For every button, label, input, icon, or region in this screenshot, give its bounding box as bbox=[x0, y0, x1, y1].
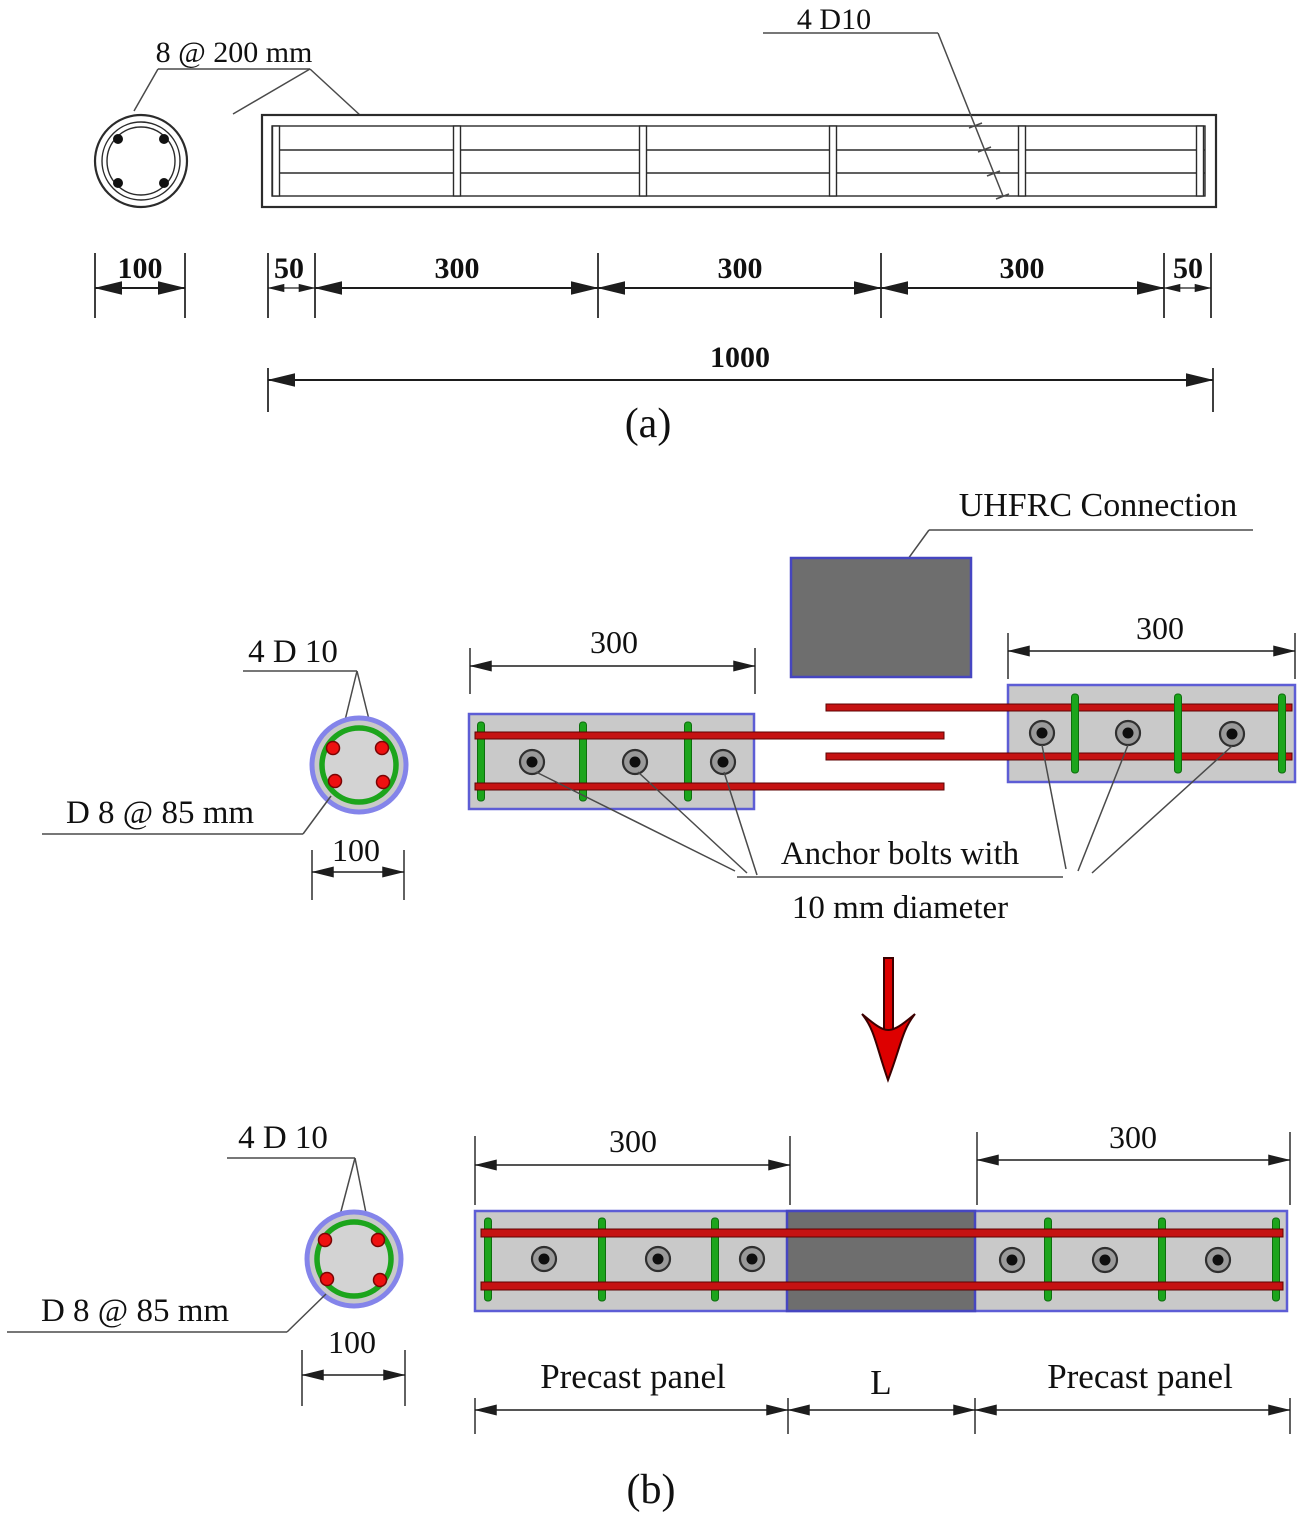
anchor-bolt bbox=[644, 1245, 672, 1273]
stirrup-bar bbox=[1071, 693, 1079, 774]
precast-panel-left-top bbox=[467, 712, 945, 811]
caption-a: (a) bbox=[625, 401, 672, 447]
dim-300-left-top: 300 bbox=[469, 624, 756, 694]
dimensions-a: 100 50 300 300 300 50 1000 bbox=[94, 252, 1214, 412]
rebar-dot bbox=[113, 134, 123, 144]
rebar bbox=[825, 703, 1293, 712]
rebar-dot bbox=[325, 740, 341, 756]
rebar-callout-a: 4 D10 bbox=[763, 3, 1010, 200]
dim-300-label: 300 bbox=[609, 1123, 657, 1159]
section-a-cross-section bbox=[93, 113, 189, 209]
rebar-label: 4 D 10 bbox=[238, 1120, 328, 1156]
anchor-bolt bbox=[709, 748, 737, 776]
dim-300-left-bottom: 300 bbox=[474, 1123, 791, 1205]
stirrup-ring-inner bbox=[106, 126, 176, 196]
beam-inner-outline bbox=[271, 125, 1206, 197]
section-a: 8 @ 200 mm 4 D10 bbox=[93, 3, 1218, 447]
dim-300-label: 300 bbox=[718, 252, 763, 285]
section-b-after-assembly: 4 D 10 D 8 @ 85 mm 100 300 bbox=[7, 1119, 1291, 1513]
arrow-shaft bbox=[883, 957, 894, 1034]
rebar-label: 4 D 10 bbox=[248, 634, 338, 670]
panel-body bbox=[1006, 683, 1297, 784]
anchor-bolts-callout: Anchor bolts with 10 mm diameter bbox=[535, 744, 1233, 926]
spiral-stirrup-ring bbox=[319, 725, 399, 805]
assembled-beam bbox=[473, 1209, 1289, 1313]
anchor-note-line2: 10 mm diameter bbox=[792, 890, 1008, 926]
anchor-bolt bbox=[518, 748, 546, 776]
panel-body bbox=[467, 712, 756, 811]
anchor-bolt bbox=[1091, 1246, 1119, 1274]
cross-section-b-top: 4 D 10 D 8 @ 85 mm 100 bbox=[42, 634, 409, 900]
section-b-before-assembly: UHFRC Connection 300 300 bbox=[42, 487, 1297, 1083]
anchor-bolt bbox=[621, 748, 649, 776]
dim-300-label: 300 bbox=[435, 252, 480, 285]
rebar-dot bbox=[317, 1232, 333, 1248]
dim-100-label: 100 bbox=[328, 1324, 376, 1360]
rebar-dot bbox=[327, 773, 343, 789]
rebar-dot bbox=[375, 774, 391, 790]
uhfrc-callout: UHFRC Connection bbox=[789, 487, 1253, 679]
anchor-bolt bbox=[1204, 1246, 1232, 1274]
precast-panel-right-label: Precast panel bbox=[1047, 1357, 1233, 1396]
rebar bbox=[825, 752, 1293, 761]
cross-section-b-bottom: 4 D 10 D 8 @ 85 mm 100 bbox=[7, 1120, 406, 1406]
anchor-bolt bbox=[1218, 720, 1246, 748]
stirrup-ring-outer bbox=[101, 121, 181, 201]
caption-b: (b) bbox=[627, 1467, 676, 1513]
rebar-dot bbox=[159, 134, 169, 144]
arrow-head bbox=[861, 1013, 916, 1083]
dim-100-label: 100 bbox=[118, 252, 163, 285]
stirrups bbox=[271, 125, 1205, 197]
stirrup-callout-a: 8 @ 200 mm bbox=[133, 36, 362, 117]
dim-100-bottom: 100 bbox=[301, 1324, 406, 1406]
uhfrc-connection-block bbox=[789, 556, 973, 679]
anchor-note-line1: Anchor bolts with bbox=[781, 836, 1020, 872]
dim-300-label: 300 bbox=[590, 624, 638, 660]
precast-panel-left-label: Precast panel bbox=[540, 1357, 726, 1396]
dim-300-label: 300 bbox=[1109, 1119, 1157, 1155]
dim-50-left-label: 50 bbox=[274, 252, 304, 285]
stirrup-label: D 8 @ 85 mm bbox=[41, 1293, 229, 1329]
uhfrc-connection-zone bbox=[785, 1209, 977, 1313]
rebar-dot bbox=[113, 178, 123, 188]
stirrup-bar bbox=[1278, 693, 1286, 774]
rebar bbox=[474, 731, 945, 740]
dim-300-label: 300 bbox=[1000, 252, 1045, 285]
stirrup-bar bbox=[684, 721, 692, 802]
beam-elevation bbox=[260, 113, 1218, 209]
rebar-dot bbox=[319, 1271, 335, 1287]
dim-300-right-top: 300 bbox=[1007, 610, 1296, 679]
stirrup-bar bbox=[579, 721, 587, 802]
dim-100-top: 100 bbox=[311, 832, 405, 900]
anchor-bolt bbox=[1028, 719, 1056, 747]
rebar-dot bbox=[159, 178, 169, 188]
gap-length-label: L bbox=[870, 1363, 891, 1402]
anchor-bolt bbox=[1114, 719, 1142, 747]
stirrup-bar bbox=[1174, 693, 1182, 774]
bottom-labels: Precast panel L Precast panel bbox=[474, 1357, 1291, 1434]
rebar-dot bbox=[370, 1232, 386, 1248]
dim-1000-label: 1000 bbox=[710, 341, 770, 374]
precast-panel-right-top bbox=[825, 683, 1297, 784]
rebar-dot bbox=[372, 1272, 388, 1288]
stirrup-bars bbox=[484, 1217, 1280, 1302]
rebar bbox=[474, 782, 945, 791]
stirrup-label: 8 @ 200 mm bbox=[156, 36, 313, 69]
rebar bbox=[480, 1281, 1284, 1291]
rebar-dot bbox=[374, 740, 390, 756]
stirrup-label: D 8 @ 85 mm bbox=[66, 795, 254, 831]
rebar-label: 4 D10 bbox=[797, 3, 871, 36]
dim-100-label: 100 bbox=[332, 832, 380, 868]
anchor-bolt bbox=[530, 1245, 558, 1273]
anchor-bolt bbox=[738, 1245, 766, 1273]
anchor-bolt bbox=[998, 1246, 1026, 1274]
dim-50-right-label: 50 bbox=[1173, 252, 1203, 285]
uhfrc-connection-label: UHFRC Connection bbox=[959, 487, 1238, 524]
stirrup-bar bbox=[477, 721, 485, 802]
dim-300-label: 300 bbox=[1136, 610, 1184, 646]
dim-300-right-bottom: 300 bbox=[976, 1119, 1291, 1205]
rebar bbox=[480, 1228, 1284, 1238]
assembly-arrow bbox=[861, 957, 916, 1083]
